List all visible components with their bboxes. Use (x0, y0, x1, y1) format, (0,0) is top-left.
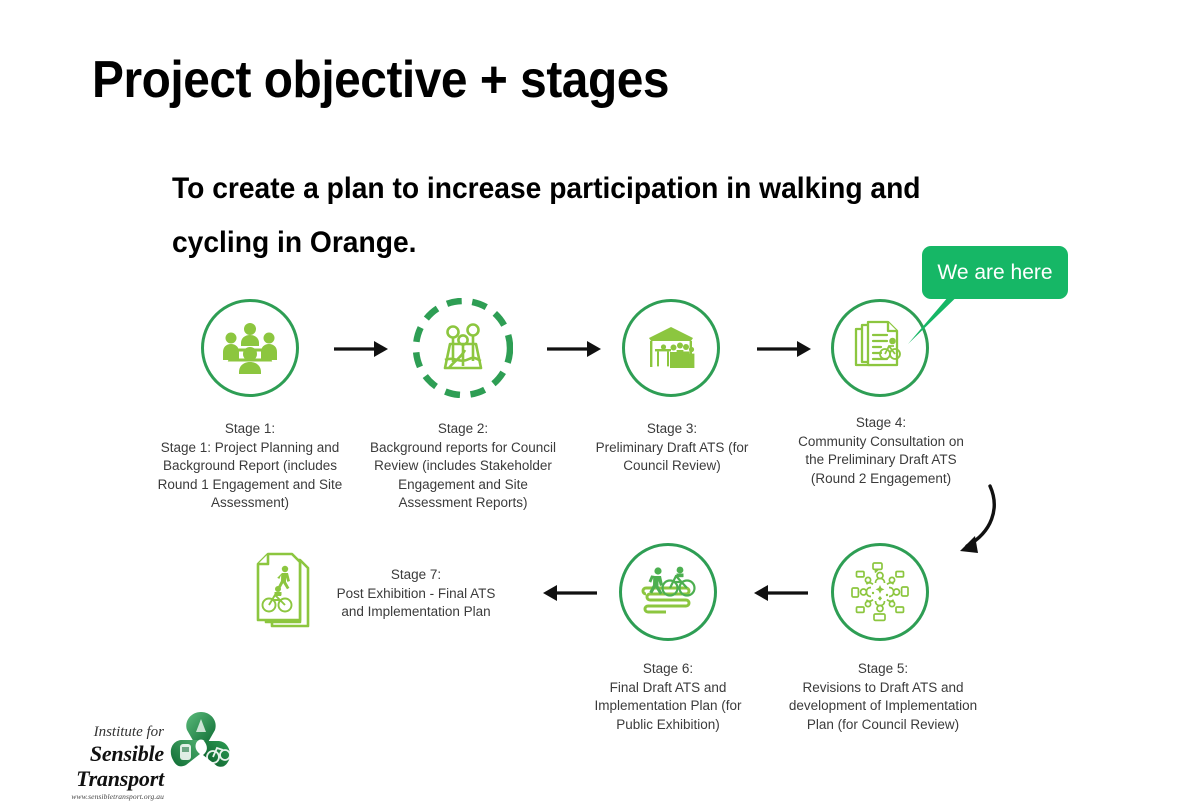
documents-cyclist-icon (854, 320, 901, 367)
site-map-pins-icon (443, 323, 483, 370)
stage-node-6[interactable] (619, 543, 717, 641)
stage-3-text: Preliminary Draft ATS (for Council Revie… (595, 439, 749, 474)
stage-7-heading: Stage 7: (390, 567, 442, 582)
stage-6-text: Final Draft ATS and Implementation Plan … (594, 679, 742, 732)
page-subtitle: To create a plan to increase participati… (172, 172, 921, 259)
meeting-table-icon (223, 323, 277, 374)
stage-7-circle (252, 550, 314, 636)
stage-1-caption: Stage 1: Stage 1: Project Planning and B… (150, 420, 350, 513)
stage-4-circle (831, 299, 929, 397)
stage-node-4[interactable] (831, 299, 929, 397)
stage-node-1[interactable] (201, 299, 299, 397)
arrow-stage3-to-stage4 (757, 341, 811, 357)
stage-2-heading: Stage 2: (437, 421, 489, 436)
stage-4-caption: Stage 4: Community Consultation on the P… (790, 414, 972, 488)
walker-cyclist-path-icon (641, 566, 696, 614)
page-title: Project objective + stages (92, 51, 670, 109)
stage-5-heading: Stage 5: (857, 661, 909, 676)
stage-3-heading: Stage 3: (646, 421, 698, 436)
logo-url: www.sensibletransport.org.au (71, 792, 164, 801)
stage-1-heading: Stage 1: (224, 421, 276, 436)
arrow-stage6-to-stage7 (543, 585, 597, 601)
stage-6-caption: Stage 6: Final Draft ATS and Implementat… (582, 660, 754, 734)
stage-5-caption: Stage 5: Revisions to Draft ATS and deve… (788, 660, 978, 734)
callout-bubble: We are here (922, 246, 1068, 299)
we-are-here-callout[interactable]: We are here (908, 246, 1068, 344)
community-feedback-circle-icon (851, 562, 909, 622)
arrow-stage2-to-stage3 (547, 341, 601, 357)
stage-node-5[interactable] (831, 543, 929, 641)
stage-node-7[interactable] (252, 550, 314, 636)
stage-3-caption: Stage 3: Preliminary Draft ATS (for Coun… (580, 420, 764, 476)
stage-6-circle (619, 543, 717, 641)
stage-5-circle (831, 543, 929, 641)
stage-6-heading: Stage 6: (642, 661, 694, 676)
stage-4-text: Community Consultation on the Preliminar… (798, 433, 964, 486)
arrow-stage5-to-stage6 (754, 585, 808, 601)
callout-label: We are here (937, 261, 1053, 284)
consultation-marquee-icon (649, 327, 695, 368)
stage-1-text: Stage 1: Project Planning and Background… (157, 439, 343, 511)
stage-7-text: Post Exhibition - Final ATS and Implemen… (336, 585, 496, 620)
logo-line-2: Sensible Transport (76, 741, 164, 791)
stage-3-circle (622, 299, 720, 397)
institute-for-sensible-transport-logo[interactable]: Institute for Sensible Transport www.sen… (24, 706, 234, 801)
arrow-stage4-to-stage5 (960, 484, 996, 553)
stage-4-heading: Stage 4: (855, 415, 907, 430)
stage-node-2[interactable] (413, 298, 513, 398)
recycle-triangle-transport-icon (170, 712, 231, 767)
stage-7-caption: Stage 7: Post Exhibition - Final ATS and… (330, 566, 502, 622)
callout-tail (908, 284, 970, 344)
stage-5-text: Revisions to Draft ATS and development o… (788, 679, 978, 732)
stage-2-circle (413, 298, 513, 398)
logo-line-1: Institute for (93, 724, 164, 740)
stage-1-circle (201, 299, 299, 397)
stage-2-caption: Stage 2: Background reports for Council … (366, 420, 560, 513)
arrow-stage1-to-stage2 (334, 341, 388, 357)
final-plan-documents-icon (256, 552, 310, 628)
stage-2-text: Background reports for Council Review (i… (369, 439, 557, 511)
logo-wordmark: Institute for Sensible Transport www.sen… (24, 724, 164, 802)
stage-2-dashed-ring (413, 298, 513, 398)
stage-node-3[interactable] (622, 299, 720, 397)
